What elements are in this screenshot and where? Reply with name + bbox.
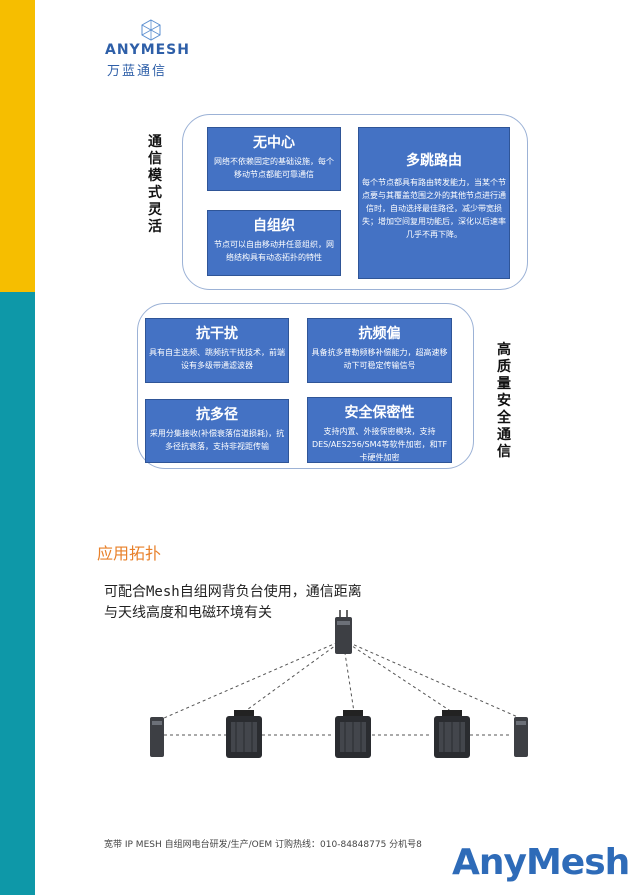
logo-network-icon [141,19,161,41]
feature-title: 安全保密性 [344,405,415,421]
footer-hotline-text: 宽带 IP MESH 自组网电台研发/生产/OEM 订购热线：010-84848… [104,840,422,850]
group1-vertical-label: 通信模式灵活 [148,134,162,235]
radio-device-top [335,610,352,654]
feature-desc: 采用分集接收(补偿衰落信道损耗)，抗多径抗衰落，支持非视距传输 [149,429,285,451]
topology-intro-text: 可配合Mesh自组网背负台使用，通信距离与天线高度和电磁环境有关 [104,584,362,621]
radio-device-right [514,717,528,757]
topology-section-title: 应用拓扑 [97,544,162,563]
group2-vertical-label: 高质量安全通信 [497,342,511,460]
feature-box-multi-hop-routing: 多跳路由 每个节点都具有路由转发能力，当某个节点要与其覆盖范围之外的其他节点进行… [358,127,510,279]
feature-title: 自组织 [253,218,295,234]
feature-box-anti-frequency-offset: 抗频偏 具备抗多普勒频移补偿能力，超高速移动下可稳定传输信号 [307,318,452,383]
feature-title: 多跳路由 [406,153,462,169]
link-lines [163,639,521,736]
feature-box-security: 安全保密性 支持内置、外接保密模块，支持DES/AES256/SM4等软件加密，… [307,397,452,463]
feature-title: 抗频偏 [358,326,401,342]
mesh-backpack-3 [434,710,470,758]
logo-english-text: ANYMESH [105,42,190,58]
footer-brand-logo: AnyMesh [452,842,630,883]
mesh-backpack-1 [226,710,262,758]
feature-box-anti-interference: 抗干扰 具有自主选频、跳频抗干扰技术，前端设有多级带通滤波器 [145,318,289,383]
feature-box-self-organizing: 自组织 节点可以自由移动并任意组织，网络结构具有动态拓扑的特性 [207,210,341,276]
feature-box-no-center: 无中心 网络不依赖固定的基础设施，每个移动节点都能可靠通信 [207,127,341,191]
feature-title: 抗多径 [196,407,238,423]
company-logo: ANYMESH 万蓝通信 [105,18,197,79]
teal-side-bar [0,292,35,895]
mesh-backpack-2 [335,710,371,758]
feature-desc: 每个节点都具有路由转发能力，当某个节点要与其覆盖范围之外的其他节点进行通信时，自… [362,178,506,239]
feature-desc: 节点可以自由移动并任意组织，网络结构具有动态拓扑的特性 [214,240,334,262]
feature-title: 抗干扰 [196,326,238,342]
feature-desc: 网络不依赖固定的基础设施，每个移动节点都能可靠通信 [214,157,334,179]
feature-desc: 支持内置、外接保密模块，支持DES/AES256/SM4等软件加密，和TF卡硬件… [311,427,448,462]
yellow-side-bar [0,0,35,292]
feature-box-anti-multipath: 抗多径 采用分集接收(补偿衰落信道损耗)，抗多径抗衰落，支持非视距传输 [145,399,289,463]
feature-desc: 具备抗多普勒频移补偿能力，超高速移动下可稳定传输信号 [311,348,448,370]
feature-desc: 具有自主选频、跳频抗干扰技术，前端设有多级带通滤波器 [149,348,285,370]
feature-title: 无中心 [253,135,295,151]
logo-chinese-text: 万蓝通信 [107,64,168,79]
radio-device-left [150,717,164,757]
